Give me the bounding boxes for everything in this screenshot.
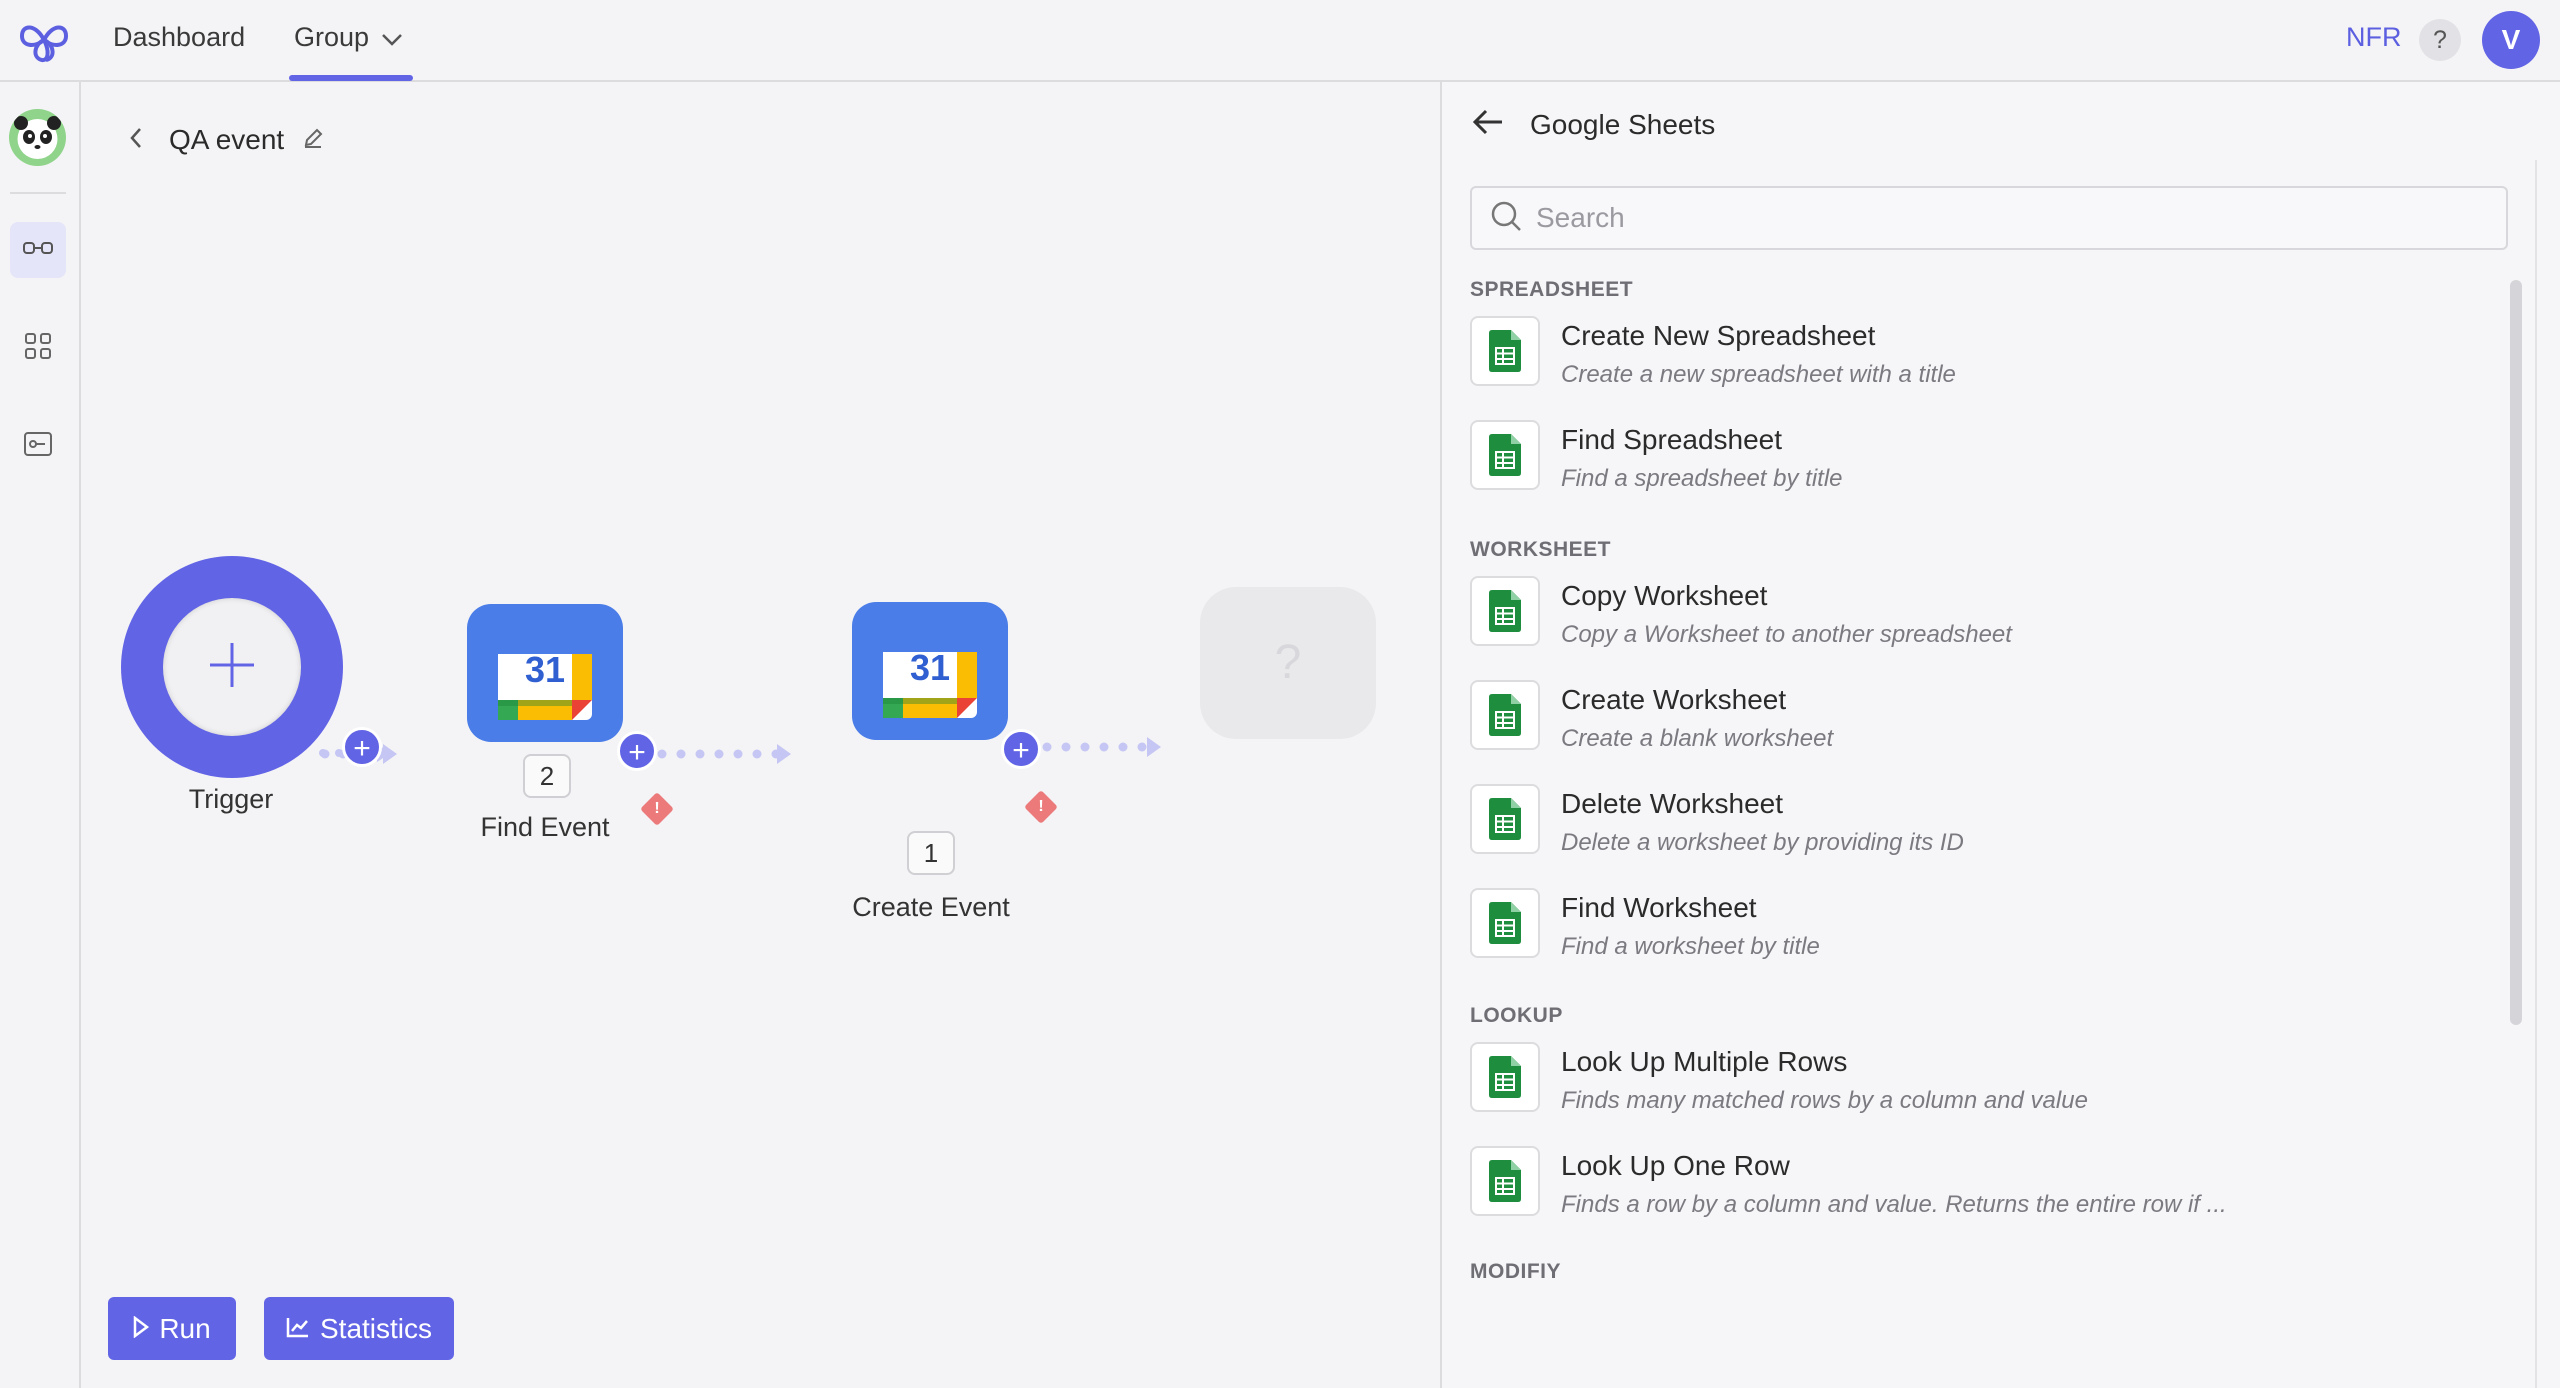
action-description: Delete a worksheet by providing its ID	[1561, 829, 1964, 856]
section-heading: LOOKUP	[1470, 1004, 1563, 1027]
trigger-label: Trigger	[188, 784, 274, 814]
action-title: Create Worksheet	[1561, 684, 1787, 715]
google-sheets-icon	[1470, 784, 1540, 854]
action-title: Create New Spreadsheet	[1561, 320, 1876, 351]
key-icon	[23, 431, 53, 462]
nav-group[interactable]: Group	[294, 22, 403, 54]
play-icon	[133, 1313, 150, 1345]
section-heading: WORKSHEET	[1470, 538, 1611, 561]
empty-step-placeholder[interactable]: ?	[1200, 587, 1376, 739]
flow-canvas[interactable]: QA event Trigger +	[81, 82, 1440, 1388]
top-navbar: Dashboard Group NFR ? V	[0, 0, 2560, 82]
sidebar-item-connections[interactable]	[10, 418, 66, 474]
grid-icon	[24, 332, 52, 365]
nav-group-label: Group	[294, 22, 370, 52]
action-title: Look Up Multiple Rows	[1561, 1046, 1848, 1077]
section-heading: SPREADSHEET	[1470, 278, 1634, 301]
add-step-button[interactable]: +	[1001, 729, 1041, 769]
sidebar-item-apps[interactable]	[10, 320, 66, 376]
scrollbar-track	[2535, 160, 2537, 1388]
step-count-badge: 1	[907, 831, 955, 875]
find-event-label: Find Event	[480, 812, 610, 842]
google-sheets-icon	[1470, 576, 1540, 646]
action-title: Copy Worksheet	[1561, 580, 1768, 611]
chevron-down-icon	[381, 23, 403, 54]
statistics-label: Statistics	[319, 1312, 433, 1344]
google-sheets-icon	[1470, 680, 1540, 750]
action-description: Find a spreadsheet by title	[1561, 465, 1843, 492]
flow-connector-lines	[320, 737, 1161, 764]
google-sheets-icon	[1470, 888, 1540, 958]
action-title: Find Spreadsheet	[1561, 424, 1783, 455]
section-heading: MODIFIY	[1470, 1260, 1561, 1283]
google-sheets-icon	[1470, 1042, 1540, 1112]
app-actions-panel: Google Sheets SPREADSHEET Create New Spr…	[1440, 82, 2560, 1388]
run-button[interactable]: Run	[108, 1297, 236, 1360]
app-logo-icon[interactable]	[14, 14, 74, 66]
action-title: Look Up One Row	[1561, 1150, 1790, 1181]
action-description: Create a blank worksheet	[1561, 725, 1834, 752]
panda-avatar-icon[interactable]	[9, 109, 66, 166]
create-event-node[interactable]: 31	[852, 602, 1008, 740]
calendar-day-label: 31	[909, 647, 951, 688]
google-sheets-icon	[1470, 1146, 1540, 1216]
action-description: Finds a row by a column and value. Retur…	[1561, 1191, 2227, 1218]
add-step-button[interactable]: +	[617, 731, 657, 771]
create-event-label: Create Event	[852, 892, 1010, 922]
panel-header: Google Sheets	[1472, 108, 1715, 141]
back-chevron-icon[interactable]	[129, 127, 143, 154]
statistics-button[interactable]: Statistics	[264, 1297, 454, 1360]
edit-pencil-icon[interactable]	[302, 127, 324, 154]
step-count-badge: 2	[523, 754, 571, 798]
run-label: Run	[159, 1312, 211, 1344]
google-sheets-icon	[1470, 316, 1540, 386]
action-title: Find Worksheet	[1561, 892, 1757, 923]
workspace-label[interactable]: NFR	[2346, 22, 2402, 52]
user-avatar[interactable]: V	[2482, 11, 2540, 69]
trigger-node[interactable]	[121, 556, 343, 778]
action-description: Create a new spreadsheet with a title	[1561, 361, 1956, 388]
warning-icon[interactable]: !	[640, 792, 674, 826]
flow-title: QA event	[169, 124, 285, 155]
search-input[interactable]	[1536, 202, 2476, 234]
back-arrow-icon[interactable]	[1472, 108, 1504, 141]
warning-icon[interactable]: !	[1024, 790, 1058, 824]
plus-icon	[207, 640, 257, 695]
find-event-node[interactable]: 31	[467, 604, 623, 742]
panel-title: Google Sheets	[1530, 108, 1716, 140]
search-icon	[1490, 200, 1522, 237]
action-description: Finds many matched rows by a column and …	[1561, 1087, 2088, 1114]
sidebar-divider	[10, 192, 66, 194]
left-sidebar	[0, 82, 81, 1388]
nav-dashboard[interactable]: Dashboard	[113, 22, 246, 52]
help-button[interactable]: ?	[2419, 19, 2461, 61]
google-calendar-icon	[883, 638, 977, 718]
google-calendar-icon	[498, 640, 592, 720]
chart-icon	[286, 1313, 310, 1345]
panel-scrollbar[interactable]	[2510, 280, 2522, 1025]
search-field[interactable]	[1470, 186, 2508, 250]
sidebar-item-flows[interactable]	[10, 222, 66, 278]
google-sheets-icon	[1470, 420, 1540, 490]
active-tab-indicator	[289, 75, 413, 81]
calendar-day-label: 31	[524, 649, 566, 690]
trigger-add-area[interactable]	[163, 598, 301, 736]
action-description: Find a worksheet by title	[1561, 933, 1820, 960]
action-title: Delete Worksheet	[1561, 788, 1784, 819]
breadcrumb: QA event	[129, 124, 324, 156]
action-description: Copy a Worksheet to another spreadsheet	[1561, 621, 2012, 648]
add-step-button[interactable]: +	[342, 727, 382, 767]
flow-link-icon	[22, 240, 54, 261]
